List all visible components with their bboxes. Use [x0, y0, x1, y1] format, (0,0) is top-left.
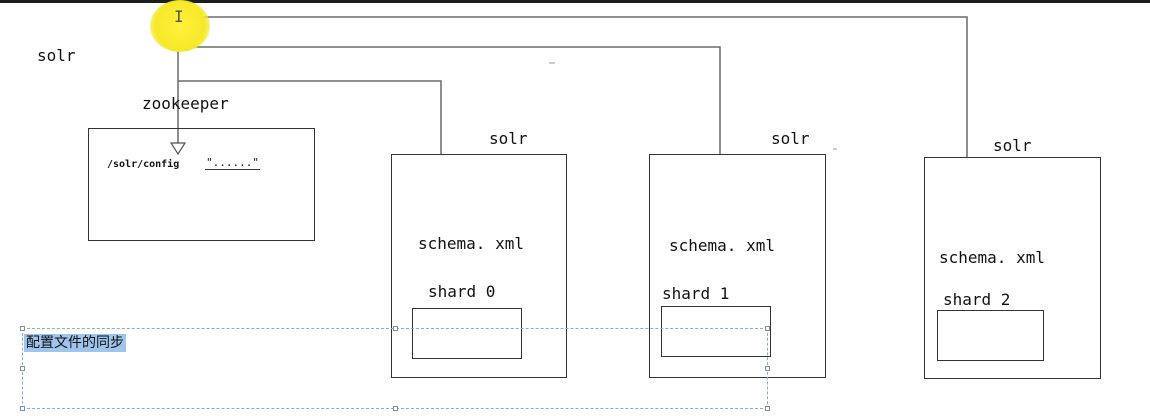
resize-handle[interactable] [20, 406, 25, 411]
resize-handle[interactable] [20, 326, 25, 331]
node-1-schema: schema. xml [669, 236, 775, 255]
node-0-shard-box [412, 308, 522, 359]
text-box-selection[interactable] [22, 328, 768, 409]
node-1-title: solr [771, 129, 810, 148]
node-2-shard-label: shard 2 [943, 290, 1011, 309]
cursor-highlight [150, 0, 210, 52]
node-1-shard-label: shard 1 [662, 284, 730, 303]
node-2-shard-box [937, 310, 1044, 361]
arrow-head [169, 142, 187, 156]
resize-handle[interactable] [20, 366, 25, 371]
resize-handle[interactable] [765, 406, 770, 411]
node-2-title: solr [993, 136, 1032, 155]
node-0-schema: schema. xml [418, 234, 524, 253]
zookeeper-title: zookeeper [142, 94, 229, 113]
node-1-shard-box [661, 306, 771, 357]
resize-handle[interactable] [393, 326, 398, 331]
node-0-title: solr [489, 129, 528, 148]
solr-node-1 [649, 154, 826, 378]
config-path-label: /solr/config [107, 159, 180, 170]
solr-node-0 [391, 154, 567, 378]
solr-node-2 [924, 157, 1101, 379]
connector-node-0 [178, 80, 442, 154]
zookeeper-box: /solr/config "......" [88, 128, 315, 241]
node-2-schema: schema. xml [939, 248, 1045, 267]
resize-handle[interactable] [765, 326, 770, 331]
caption-text[interactable]: 配置文件的同步 [24, 334, 126, 352]
window-top-border [0, 0, 1150, 3]
resize-handle[interactable] [393, 406, 398, 411]
connector-node-1 [178, 46, 721, 155]
text-cursor-icon: I [174, 7, 184, 26]
resize-handle[interactable] [765, 366, 770, 371]
config-value: "......" [205, 156, 260, 170]
node-0-shard-label: shard 0 [428, 282, 496, 301]
solr-label: solr [37, 46, 76, 65]
connector-node-2 [178, 16, 968, 157]
